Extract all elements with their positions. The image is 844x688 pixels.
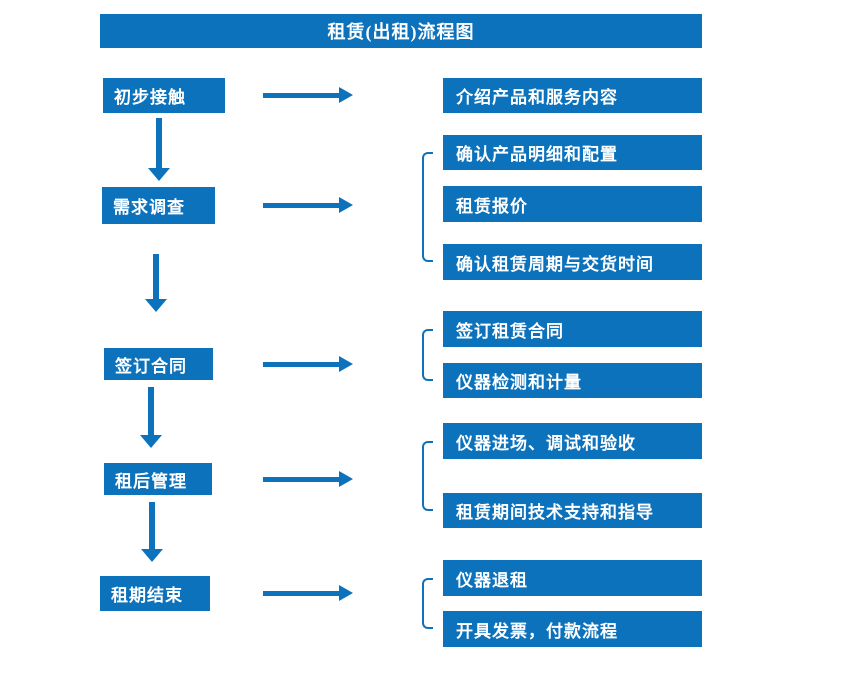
output-box: 确认产品明细和配置	[443, 135, 702, 170]
output-box: 仪器检测和计量	[443, 363, 702, 398]
arrow-head	[339, 585, 353, 601]
right-arrow-icon	[263, 87, 353, 103]
stage-post-rental-management: 租后管理	[104, 463, 212, 495]
output-box: 租赁期间技术支持和指导	[443, 493, 702, 528]
arrow-head	[141, 549, 163, 562]
stage-lease-end: 租期结束	[100, 576, 210, 611]
arrow-stem	[263, 476, 339, 482]
stage-label: 初步接触	[114, 88, 186, 107]
arrow-head	[339, 471, 353, 487]
stage-contract-signing: 签订合同	[104, 348, 213, 380]
group-bracket	[422, 152, 433, 262]
output-label: 确认租赁周期与交货时间	[456, 254, 654, 274]
right-arrow-icon	[263, 471, 353, 487]
arrow-stem	[149, 502, 155, 549]
stage-demand-survey: 需求调查	[102, 187, 215, 224]
output-label: 确认产品明细和配置	[456, 145, 618, 164]
title-bar: 租赁(出租)流程图	[100, 14, 702, 48]
output-label: 仪器检测和计量	[456, 373, 582, 392]
stage-label: 签订合同	[115, 356, 187, 376]
right-arrow-icon	[263, 356, 353, 372]
output-box: 租赁报价	[443, 186, 702, 222]
right-arrow-icon	[263, 585, 353, 601]
arrow-stem	[148, 387, 154, 435]
group-bracket	[422, 329, 433, 381]
group-bracket	[422, 578, 433, 629]
stage-initial-contact: 初步接触	[103, 78, 225, 113]
stage-label: 需求调查	[113, 198, 185, 217]
arrow-head	[339, 197, 353, 213]
arrow-head	[140, 435, 162, 448]
output-label: 开具发票，付款流程	[456, 621, 618, 641]
output-label: 租赁报价	[456, 196, 528, 216]
arrow-head	[339, 87, 353, 103]
arrow-stem	[153, 254, 159, 299]
arrow-stem	[263, 590, 339, 596]
output-box: 签订租赁合同	[443, 311, 702, 347]
arrow-head	[148, 168, 170, 181]
stage-label: 租期结束	[111, 586, 183, 605]
arrow-stem	[263, 361, 339, 367]
output-label: 仪器退租	[456, 570, 528, 590]
arrow-stem	[156, 118, 162, 168]
arrow-head	[339, 356, 353, 372]
output-box: 介绍产品和服务内容	[443, 78, 702, 113]
output-box: 确认租赁周期与交货时间	[443, 244, 702, 280]
output-box: 开具发票，付款流程	[443, 611, 702, 647]
arrow-stem	[263, 202, 339, 208]
output-label: 签订租赁合同	[456, 321, 564, 341]
down-arrow-icon	[140, 387, 162, 448]
group-bracket	[422, 441, 433, 511]
arrow-head	[145, 299, 167, 312]
output-label: 租赁期间技术支持和指导	[456, 503, 654, 522]
down-arrow-icon	[145, 254, 167, 312]
output-box: 仪器退租	[443, 560, 702, 596]
arrow-stem	[263, 92, 339, 98]
output-label: 仪器进场、调试和验收	[456, 433, 636, 453]
right-arrow-icon	[263, 197, 353, 213]
stage-label: 租后管理	[115, 471, 187, 491]
page-title: 租赁(出租)流程图	[327, 22, 475, 42]
output-label: 介绍产品和服务内容	[456, 88, 618, 107]
output-box: 仪器进场、调试和验收	[443, 423, 702, 459]
down-arrow-icon	[141, 502, 163, 562]
down-arrow-icon	[148, 118, 170, 181]
